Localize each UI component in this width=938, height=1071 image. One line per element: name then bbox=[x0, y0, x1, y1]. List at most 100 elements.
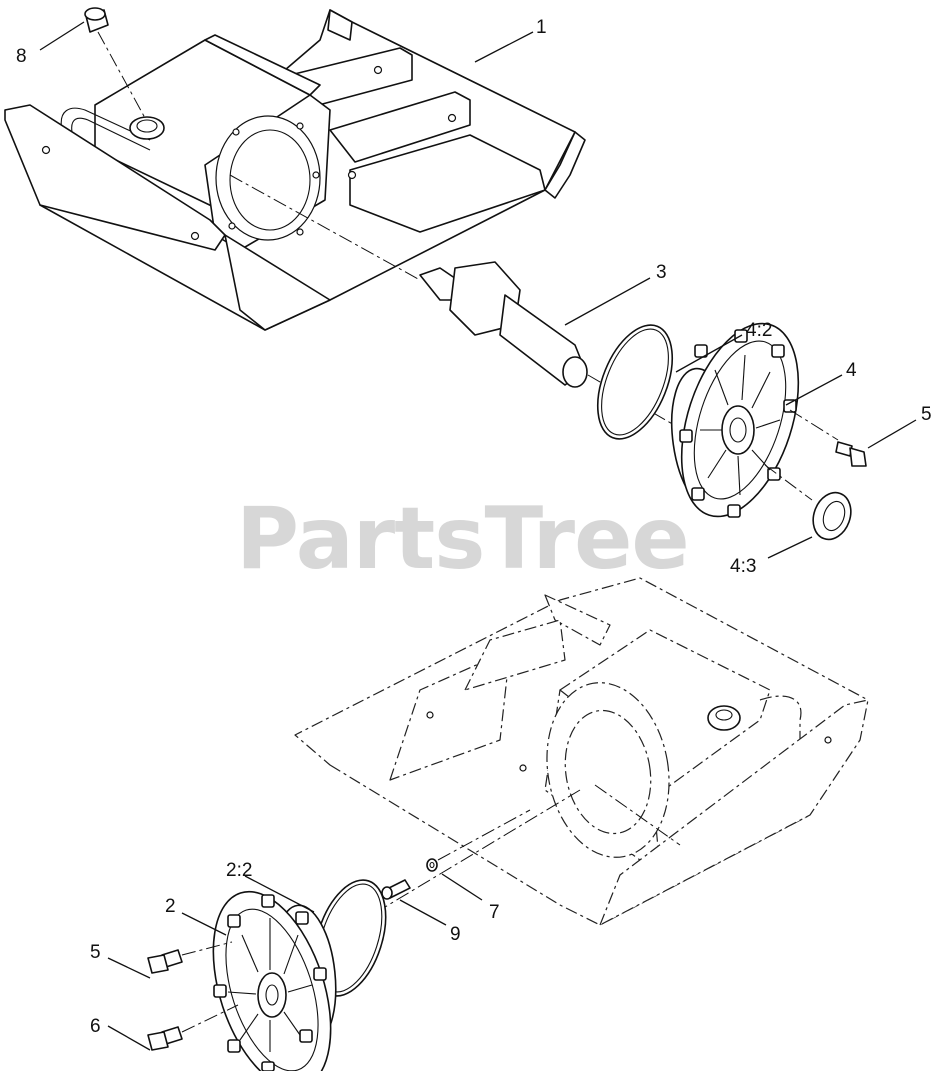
leader-6 bbox=[107, 1025, 151, 1051]
base-plate-upper bbox=[4, 9, 586, 331]
lower-housing-top bbox=[559, 629, 771, 801]
bolt2-head bbox=[147, 954, 169, 974]
parts-tree-watermark: PartsTree bbox=[236, 489, 689, 589]
rib-hole bbox=[447, 113, 457, 123]
cover2-bolt-head bbox=[261, 894, 275, 908]
cover2-bolt-head bbox=[227, 1039, 241, 1053]
cover-center-hole bbox=[729, 417, 747, 443]
flange-bolt-hole bbox=[312, 171, 320, 179]
callout-4: 4 bbox=[846, 360, 857, 381]
part-5-bolt-lower bbox=[147, 941, 233, 974]
callout-7: 7 bbox=[489, 902, 500, 923]
bolt2-axis-line bbox=[181, 941, 233, 956]
cover-center-boss bbox=[721, 405, 755, 455]
flange-bolt-hole bbox=[228, 222, 236, 230]
bolt-axis-line bbox=[789, 409, 839, 441]
fill-port-opening bbox=[136, 119, 158, 133]
callout-5-lower: 5 bbox=[90, 942, 101, 963]
lower-plate-right-end bbox=[599, 699, 869, 926]
rib-hole bbox=[347, 170, 357, 180]
callout-labels: 1 8 3 4:2 4 5 4:3 2:2 2 7 9 5 6 bbox=[16, 17, 932, 1037]
callout-4-2: 4:2 bbox=[746, 320, 772, 341]
callout-4-3: 4:3 bbox=[730, 556, 756, 577]
cover-bolt-head bbox=[691, 487, 705, 501]
bolt6-axis-line bbox=[181, 1004, 239, 1033]
leader-3 bbox=[564, 277, 651, 326]
callout-2: 2 bbox=[165, 896, 176, 917]
lower-rib-hole bbox=[519, 764, 527, 772]
part-3-eccentric-shaft bbox=[229, 174, 701, 441]
part-9-screw bbox=[381, 879, 411, 900]
leader-4-2 bbox=[675, 334, 743, 373]
rib-hole bbox=[373, 65, 383, 75]
leader-lines bbox=[39, 21, 917, 1051]
housing-bore-inner bbox=[229, 129, 311, 231]
flange-bolt-hole bbox=[296, 122, 304, 130]
lower-fill-plug bbox=[707, 705, 741, 731]
callout-5-upper: 5 bbox=[921, 404, 932, 425]
flange-bolt-hole bbox=[296, 228, 304, 236]
part-4-3-shaft-seal bbox=[764, 464, 852, 541]
leader-2-2 bbox=[244, 875, 315, 913]
shaft-axis-line bbox=[229, 174, 421, 281]
end-plate-hole bbox=[41, 145, 51, 155]
cover-bolt-head bbox=[679, 429, 693, 443]
cover-bolt-head bbox=[767, 467, 781, 481]
washer-hole bbox=[429, 861, 435, 869]
bolt-shank bbox=[835, 441, 853, 457]
o-ring-inner-edge bbox=[601, 328, 669, 436]
callout-1: 1 bbox=[536, 17, 547, 38]
lower-fill-plug-hex bbox=[715, 709, 733, 721]
callout-2-2: 2:2 bbox=[226, 860, 252, 881]
leader-8 bbox=[39, 21, 85, 51]
leader-4-3 bbox=[767, 536, 813, 559]
cover2-bolt-head bbox=[227, 914, 241, 928]
seal-outer bbox=[812, 491, 852, 541]
part-2-bearing-cover bbox=[212, 890, 337, 1071]
shaft-tip bbox=[562, 356, 588, 388]
cover-ring bbox=[693, 340, 787, 500]
lower-housing-bore-flange bbox=[546, 682, 670, 858]
lower-bore-axis bbox=[594, 784, 681, 846]
plug-head bbox=[84, 7, 106, 21]
flange-bolt-hole bbox=[232, 128, 240, 136]
base-plate-lower-reference bbox=[294, 577, 869, 926]
washer-outer bbox=[426, 858, 438, 872]
cover2-bolt-head bbox=[295, 911, 309, 925]
cover2-center-boss bbox=[257, 972, 287, 1018]
lifting-handle-inner bbox=[71, 117, 151, 151]
cover-bolt-head bbox=[694, 344, 708, 358]
exciter-housing-edge bbox=[204, 34, 321, 96]
lower-plate-edge bbox=[544, 594, 611, 646]
leader-2 bbox=[181, 912, 227, 936]
bolt-head bbox=[849, 447, 867, 467]
leader-9 bbox=[399, 899, 447, 926]
cover2-bolt-heads bbox=[213, 894, 327, 1071]
cover2-bolt-head bbox=[299, 1029, 313, 1043]
cover2-bolt-head bbox=[313, 967, 327, 981]
washer-axis-line bbox=[437, 809, 531, 861]
lower-rib-hole bbox=[426, 711, 434, 719]
callout-9: 9 bbox=[450, 924, 461, 945]
bolt6-head bbox=[147, 1031, 169, 1051]
housing-bore-flange bbox=[215, 115, 321, 241]
part-6-bolt bbox=[147, 1004, 239, 1051]
part-8-fill-plug bbox=[84, 7, 146, 119]
cover-bolt-head bbox=[727, 504, 741, 518]
leader-5-upper bbox=[867, 419, 917, 449]
lower-cover-axis bbox=[379, 789, 581, 911]
plate-edge-top bbox=[327, 9, 353, 41]
plate-left-end bbox=[4, 104, 226, 251]
callout-8: 8 bbox=[16, 46, 27, 67]
lower-plate-rib bbox=[464, 619, 566, 691]
lower-end-hole bbox=[824, 736, 832, 744]
callout-6: 6 bbox=[90, 1016, 101, 1037]
plug-axis-line bbox=[97, 31, 146, 119]
cover2-ribs bbox=[227, 918, 313, 1052]
part-7-washer bbox=[426, 809, 531, 872]
cover2-bolt-head bbox=[213, 984, 227, 998]
part-5-bolt-upper bbox=[789, 409, 867, 467]
leader-4 bbox=[785, 374, 843, 406]
plate-front-lip bbox=[224, 234, 331, 331]
